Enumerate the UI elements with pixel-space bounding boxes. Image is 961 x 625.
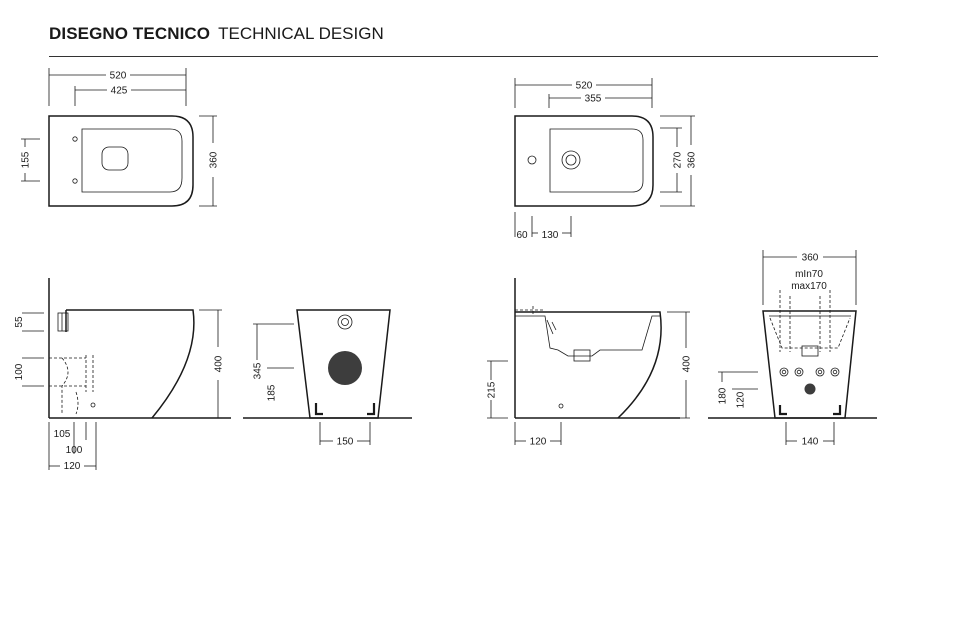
wc-top-view: 520 425 360 155 bbox=[21, 68, 220, 207]
bidet-top-offset-b: 130 bbox=[542, 230, 559, 241]
wc-top-depth: 360 bbox=[209, 151, 220, 168]
bidet-back-height-b: 120 bbox=[736, 391, 747, 408]
wc-back-outline bbox=[296, 309, 391, 419]
bidet-top-view: 520 355 270 360 60 130 bbox=[514, 78, 698, 241]
bidet-back-view: 360 mIn70 max170 180 120 140 bbox=[708, 250, 877, 448]
bidet-side-outline bbox=[515, 311, 662, 419]
title-english: TECHNICAL DESIGN bbox=[218, 24, 384, 43]
bidet-top-depth-inner: 270 bbox=[673, 151, 684, 168]
wc-back-outlet bbox=[328, 351, 362, 385]
wc-top-fixing-spacing: 155 bbox=[21, 151, 32, 168]
bidet-back-outline bbox=[762, 310, 857, 419]
wc-back-height-drain: 185 bbox=[267, 384, 278, 401]
wc-back-fixing-width: 150 bbox=[337, 437, 354, 448]
bidet-top-width-total: 520 bbox=[576, 81, 593, 92]
wc-top-width-total: 520 bbox=[110, 71, 127, 82]
bidet-top-depth: 360 bbox=[687, 151, 698, 168]
bidet-back-min-label: mIn70 bbox=[795, 269, 823, 280]
wc-top-outline bbox=[48, 115, 194, 207]
bidet-back-width: 360 bbox=[802, 253, 819, 264]
bidet-back-outlet bbox=[804, 383, 816, 395]
bidet-back-max-label: max170 bbox=[791, 281, 827, 292]
wc-side-drain-c: 120 bbox=[64, 461, 81, 472]
wc-side-height: 400 bbox=[214, 355, 225, 372]
wc-side-pipe-offset: 55 bbox=[14, 316, 25, 328]
bidet-back-fixing-width: 140 bbox=[802, 437, 819, 448]
bidet-side-height-outlet: 215 bbox=[487, 381, 498, 398]
wc-back-view: 345 185 150 bbox=[243, 309, 412, 448]
bidet-top-offset-a: 60 bbox=[516, 230, 528, 241]
wc-side-drain-height: 100 bbox=[14, 363, 25, 380]
wc-top-width-inner: 425 bbox=[111, 86, 128, 97]
wc-side-drain-b: 100 bbox=[66, 445, 83, 456]
wc-back-height-total: 345 bbox=[253, 362, 264, 379]
wc-side-outline bbox=[66, 309, 195, 419]
bidet-side-height: 400 bbox=[682, 355, 693, 372]
wc-side-drain-a: 105 bbox=[54, 429, 71, 440]
title-italian: DISEGNO TECNICO bbox=[49, 24, 211, 43]
bidet-side-offset: 120 bbox=[530, 437, 547, 448]
bidet-back-height-a: 180 bbox=[718, 387, 729, 404]
bidet-top-outline bbox=[514, 115, 654, 207]
wc-side-view: 55 100 400 105 100 120 bbox=[14, 278, 231, 472]
page-header: DISEGNO TECNICO TECHNICAL DESIGN bbox=[49, 24, 878, 57]
wc-top-outlet bbox=[101, 146, 129, 171]
bidet-top-width-inner: 355 bbox=[585, 94, 602, 105]
wc-top-bowl-rim bbox=[81, 128, 183, 193]
bidet-side-view: 215 400 120 bbox=[487, 278, 693, 448]
